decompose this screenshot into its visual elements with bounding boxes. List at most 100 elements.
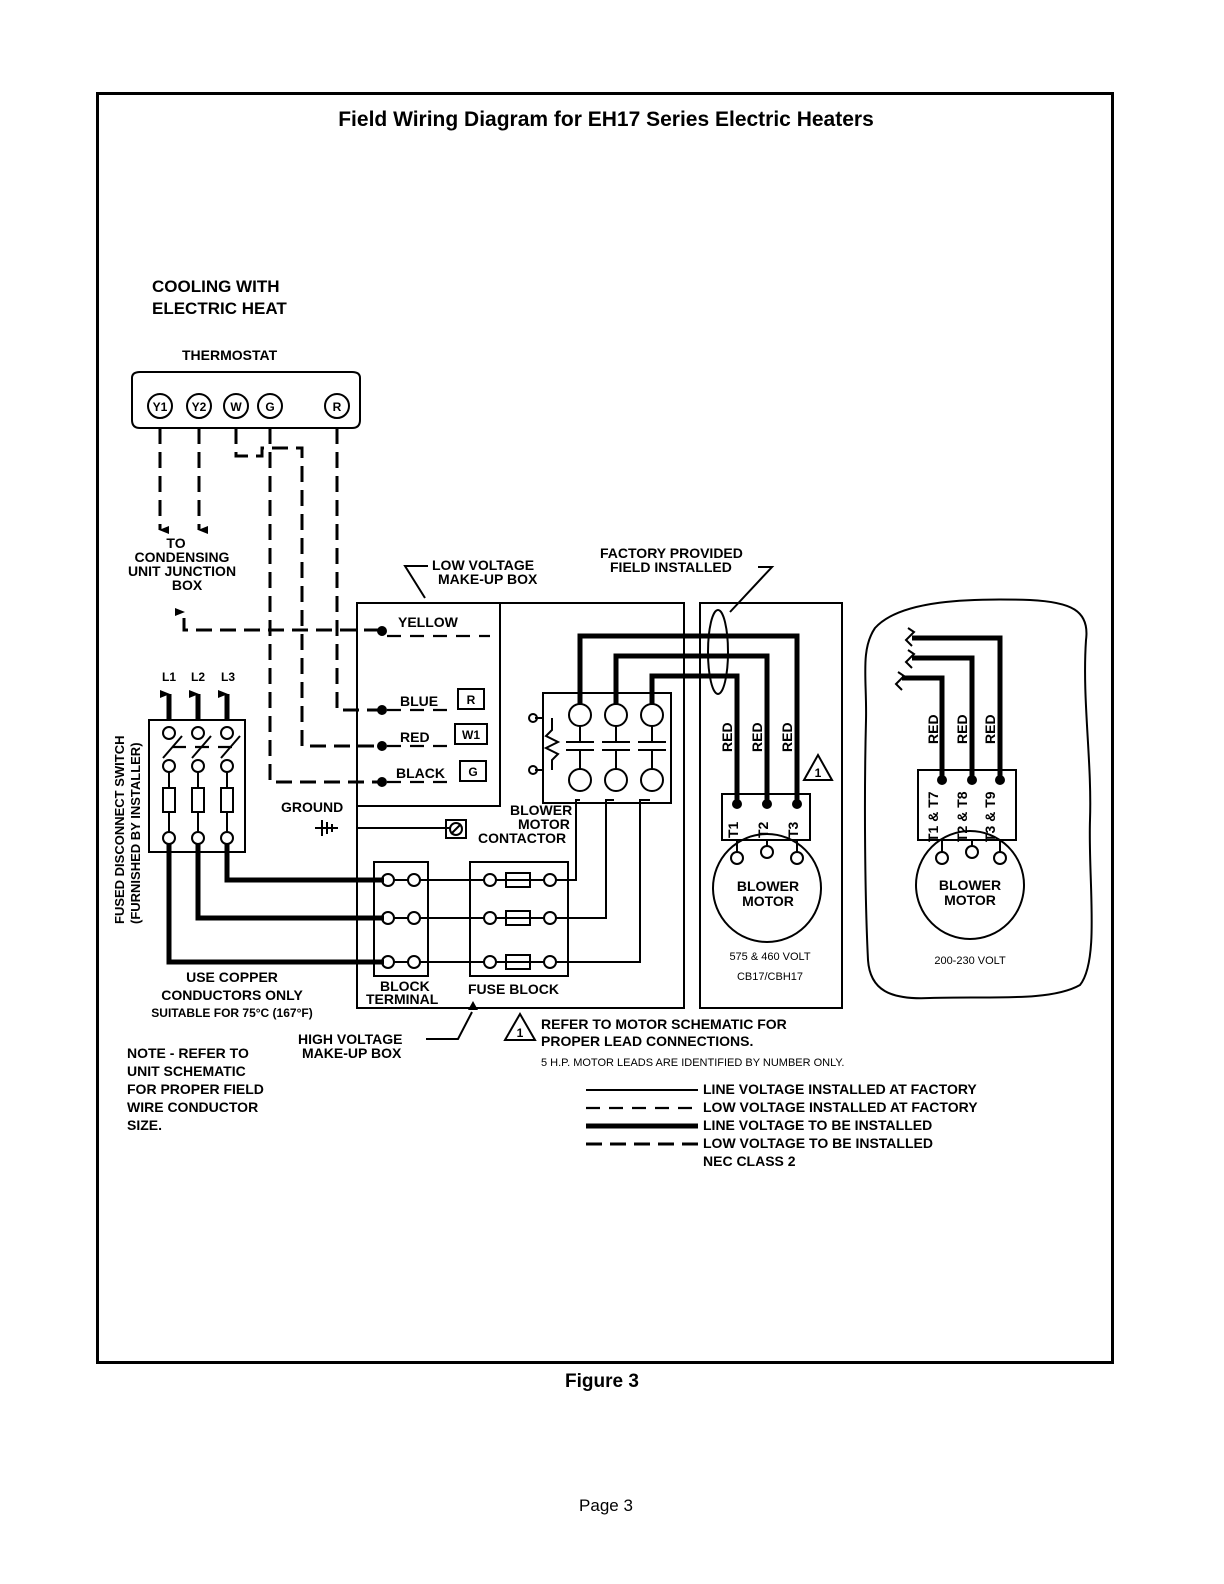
label-l2: L2 (191, 670, 205, 684)
condensing-line3: UNIT JUNCTION (128, 563, 236, 579)
motor-b-label1: BLOWER (939, 877, 1001, 893)
note-line1: NOTE - REFER TO (127, 1045, 249, 1061)
lv-box-wires: YELLOW BLUE R RED W1 BLACK G (377, 614, 490, 787)
figure-caption: Figure 3 (565, 1371, 639, 1392)
motor-a-leads: RED RED RED (719, 722, 795, 752)
contactor-line1: BLOWER (510, 802, 572, 818)
thermostat-body (131, 371, 361, 429)
refer-line2: PROPER LEAD CONNECTIONS. (541, 1033, 753, 1049)
motor-b-t1-t7: T1 & T7 (925, 791, 941, 842)
line-voltage-field-wires (166, 844, 384, 965)
heading-line2: ELECTRIC HEAT (152, 299, 287, 318)
copper-line2: CONDUCTORS ONLY (161, 987, 303, 1003)
motor-panel-460 (699, 602, 843, 1009)
motor-b-voltage: 200-230 VOLT (934, 955, 1006, 967)
motor-a-circle (712, 833, 822, 943)
lv-box-line2: MAKE-UP BOX (438, 571, 538, 587)
line-labels: L1 L2 L3 (162, 670, 235, 684)
terminal-block-contacts (381, 873, 421, 969)
hv-box-line2: MAKE-UP BOX (302, 1045, 402, 1061)
motor-a-field-wires (577, 633, 800, 800)
copper-line1: USE COPPER (186, 969, 278, 985)
legend-line-factory: LINE VOLTAGE INSTALLED AT FACTORY (703, 1081, 977, 1097)
factory-line1: FACTORY PROVIDED (600, 545, 743, 561)
warning-triangle-refer: 1 (503, 1011, 537, 1041)
terminal-w: W (230, 400, 242, 414)
condensing-line1: TO (166, 535, 185, 551)
disconnect-line2: (FURNISHED BY INSTALLER) (128, 742, 143, 924)
lv-terminal-w1: W1 (462, 728, 480, 742)
disconnect-contacts (160, 690, 241, 845)
motor-a-t1: T1 (725, 821, 741, 838)
page-number: Page 3 (579, 1496, 633, 1515)
motor-b-connections (935, 840, 1007, 865)
label-l3: L3 (221, 670, 235, 684)
diagram-frame (96, 92, 1114, 1364)
note-line3: FOR PROPER FIELD (127, 1081, 264, 1097)
legend-nec-class: NEC CLASS 2 (703, 1153, 796, 1169)
contactor-line3: CONTACTOR (478, 830, 566, 846)
ground-label: GROUND (281, 799, 343, 815)
label-l1: L1 (162, 670, 176, 684)
motor-a-terminals: T1 T2 T3 (725, 799, 802, 838)
motor-b-lead-1: RED (925, 714, 941, 744)
high-voltage-box (356, 602, 685, 1009)
terminal-y2: Y2 (192, 400, 207, 414)
heading-line1: COOLING WITH (152, 277, 279, 296)
terminal-g: G (265, 400, 274, 414)
fuse-block-label: FUSE BLOCK (468, 981, 559, 997)
hv-box-line1: HIGH VOLTAGE (298, 1031, 402, 1047)
thermostat-terminals: Y1 Y2 W G R (147, 393, 350, 419)
motor-a-lead-1: RED (719, 722, 735, 752)
factory-line2: FIELD INSTALLED (610, 559, 732, 575)
legend-line-field: LINE VOLTAGE TO BE INSTALLED (703, 1117, 932, 1133)
fuse-block-contacts (420, 872, 557, 970)
terminal-y1: Y1 (153, 400, 168, 414)
motor-a-connections (730, 840, 804, 865)
note-line5: SIZE. (127, 1117, 162, 1133)
wire-black: BLACK (396, 765, 445, 781)
motor-a-label1: BLOWER (737, 878, 799, 894)
contactor-line2: MOTOR (518, 816, 570, 832)
wire-blue: BLUE (400, 693, 438, 709)
note-line4: WIRE CONDUCTOR (127, 1099, 258, 1115)
motor-b-label2: MOTOR (944, 892, 996, 908)
motor-b-leads: RED RED RED (925, 714, 998, 744)
blower-motor-contactor (542, 692, 672, 804)
svg-text:1: 1 (815, 766, 822, 780)
factory-line-wires (556, 799, 650, 963)
motor-a-label2: MOTOR (742, 893, 794, 909)
lv-terminal-r: R (467, 693, 476, 707)
motor-b-outline (863, 598, 1093, 1000)
disconnect-line1: FUSED DISCONNECT SWITCH (112, 736, 127, 925)
terminal-block-line1: BLOCK (380, 978, 430, 994)
motor-a-lead-2: RED (749, 722, 765, 752)
wire-yellow: YELLOW (398, 614, 459, 630)
condensing-line2: CONDENSING (135, 549, 230, 565)
terminal-r: R (333, 400, 342, 414)
motor-b-terminal-box (917, 769, 1017, 841)
low-voltage-field-wires (158, 428, 380, 784)
svg-text:1: 1 (517, 1026, 524, 1040)
legend: LINE VOLTAGE INSTALLED AT FACTORY LOW VO… (586, 1081, 978, 1169)
warning-triangle-a: 1 (802, 752, 834, 781)
note-line2: UNIT SCHEMATIC (127, 1063, 246, 1079)
motor-b-lead-2: RED (954, 714, 970, 744)
motor-b-terminals: T1 & T7 T2 & T8 T3 & T9 (925, 775, 1005, 842)
motor-b-t2-t8: T2 & T8 (954, 791, 970, 842)
lv-terminal-g: G (468, 765, 477, 779)
motor-a-lead-3: RED (779, 722, 795, 752)
wire-red: RED (400, 729, 430, 745)
motor-b-circle (915, 830, 1025, 940)
ground-lug (445, 819, 467, 839)
motor-a-voltage: 575 & 460 VOLT (729, 951, 810, 963)
condensing-line4: BOX (172, 577, 203, 593)
motor-b-t3-t9: T3 & T9 (982, 791, 998, 842)
legend-low-factory: LOW VOLTAGE INSTALLED AT FACTORY (703, 1099, 978, 1115)
diagram-title: Field Wiring Diagram for EH17 Series Ele… (338, 108, 874, 131)
refer-line3: 5 H.P. MOTOR LEADS ARE IDENTIFIED BY NUM… (541, 1057, 844, 1069)
terminal-block-line2: TERMINAL (366, 991, 439, 1007)
legend-low-field: LOW VOLTAGE TO BE INSTALLED (703, 1135, 933, 1151)
motor-b-lead-3: RED (982, 714, 998, 744)
